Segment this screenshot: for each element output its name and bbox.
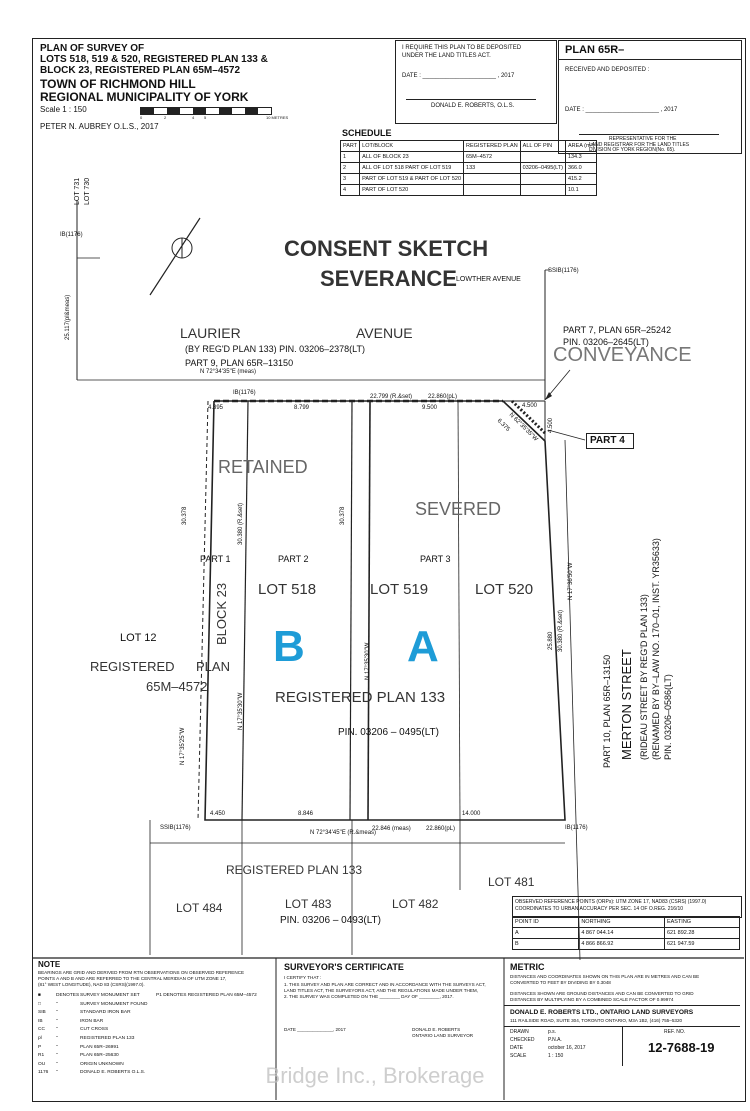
- part3-label: PART 3: [420, 554, 451, 564]
- pin-0493-label: PIN. 03206 – 0493(LT): [280, 915, 381, 926]
- reference-points-table: POINT ID NORTHING EASTING A 4 867 044.14…: [511, 916, 741, 950]
- pin-0495-label: PIN. 03206 – 0495(LT): [338, 727, 439, 738]
- plan-number-block: PLAN 65R– RECEIVED AND DEPOSITED : DATE …: [558, 40, 742, 154]
- lot484-label: LOT 484: [176, 901, 223, 915]
- registered-plan-133-label: REGISTERED PLAN 133: [275, 689, 446, 706]
- part7-pin-label: PIN. 03206–2645(LT): [563, 337, 649, 347]
- table-row: 3 PART OF LOT 519 & PART OF LOT 520 415.…: [339, 173, 598, 185]
- survey-plan-frame: [32, 38, 746, 1102]
- table-row: POINT ID NORTHING EASTING: [511, 916, 741, 928]
- plan-label: PLAN: [196, 659, 230, 674]
- title-surveyor: PETER N. AUBREY O.L.S., 2017: [40, 122, 159, 131]
- parcel-b-label: B: [273, 622, 305, 671]
- scale-bar: [140, 107, 272, 115]
- part4-box: PART 4: [586, 433, 634, 449]
- lot481-label: LOT 481: [488, 875, 535, 889]
- lowther-avenue-label: LOWTHER AVENUE: [456, 276, 521, 283]
- lot483-label: LOT 483: [285, 897, 332, 911]
- lot520-label: LOT 520: [475, 581, 534, 598]
- schedule-title: SCHEDULE: [342, 128, 392, 138]
- laurier-part-label: PART 9, PLAN 65R–13150: [185, 358, 294, 368]
- certificate-block: SURVEYOR'S CERTIFICATE I CERTIFY THAT : …: [284, 962, 486, 1038]
- registered-plan-bottom-label: REGISTERED PLAN 133: [226, 863, 363, 877]
- title-scale: Scale 1 : 150: [40, 105, 87, 114]
- severance-label: SEVERANCE: [320, 266, 457, 291]
- conveyance-label: CONVEYANCE: [553, 344, 692, 366]
- watermark: Bridge Inc., Brokerage: [265, 1063, 485, 1088]
- lot12-label: LOT 12: [120, 632, 157, 644]
- title-line3: BLOCK 23, REGISTERED PLAN 65M–4572: [40, 65, 241, 76]
- lot518-label: LOT 518: [258, 581, 317, 598]
- title-line1: PLAN OF SURVEY OF: [40, 43, 145, 54]
- part7-label: PART 7, PLAN 65R–25242: [563, 325, 672, 335]
- deposit-signer: DONALD E. ROBERTS, O.L.S.: [431, 103, 515, 109]
- retained-label: RETAINED: [218, 457, 308, 477]
- lot482-label: LOT 482: [392, 897, 439, 911]
- laurier-sub-label: (BY REG'D PLAN 133) PIN. 03206–2378(LT): [185, 344, 365, 354]
- title-line5: REGIONAL MUNICIPALITY OF YORK: [40, 90, 249, 104]
- title-line2: LOTS 518, 519 & 520, REGISTERED PLAN 133…: [40, 54, 268, 65]
- title-block: PLAN OF SURVEY OF LOTS 518, 519 & 520, R…: [40, 43, 289, 131]
- severed-label: SEVERED: [415, 499, 502, 519]
- title-line4: TOWN OF RICHMOND HILL: [40, 77, 196, 91]
- plan-65m-label: 65M–4572: [146, 679, 208, 694]
- north-arrow-icon: [149, 217, 201, 296]
- avenue-label: AVENUE: [356, 325, 413, 341]
- table-row: B 4 866 866.92 621 947.59: [511, 938, 741, 950]
- table-row: 4 PART OF LOT 520 10.1: [339, 184, 598, 196]
- part1-label: PART 1: [200, 554, 231, 564]
- parcel-a-label: A: [407, 622, 439, 671]
- note-block: NOTE BEARINGS ARE GRID AND DERIVED FROM …: [38, 960, 257, 1076]
- block23-label: BLOCK 23: [214, 582, 229, 645]
- table-row: A 4 867 044.14 621 892.28: [511, 927, 741, 939]
- reference-number: 12-7688-19: [648, 1040, 715, 1055]
- consent-sketch-label: CONSENT SKETCH: [284, 236, 489, 261]
- plan-number: PLAN 65R–: [565, 44, 625, 56]
- part2-label: PART 2: [278, 554, 309, 564]
- schedule-table: PART LOT/BLOCK REGISTERED PLAN ALL OF PI…: [339, 140, 598, 196]
- merton-street-label: MERTON STREET: [619, 649, 634, 760]
- registered-label: REGISTERED: [90, 659, 175, 674]
- table-row: 2 ALL OF LOT 518 PART OF LOT 519 133 032…: [339, 162, 598, 174]
- ref-title-box: OBSERVED REFERENCE POINTS (ORPs): UTM ZO…: [512, 896, 742, 918]
- lot519-label: LOT 519: [370, 581, 429, 598]
- metric-block: METRIC DISTANCES AND COORDINATES SHOWN O…: [504, 961, 740, 1097]
- laurier-label: LAURIER: [180, 325, 241, 341]
- deposit-block: I REQUIRE THIS PLAN TO BE DEPOSITED UNDE…: [395, 40, 557, 124]
